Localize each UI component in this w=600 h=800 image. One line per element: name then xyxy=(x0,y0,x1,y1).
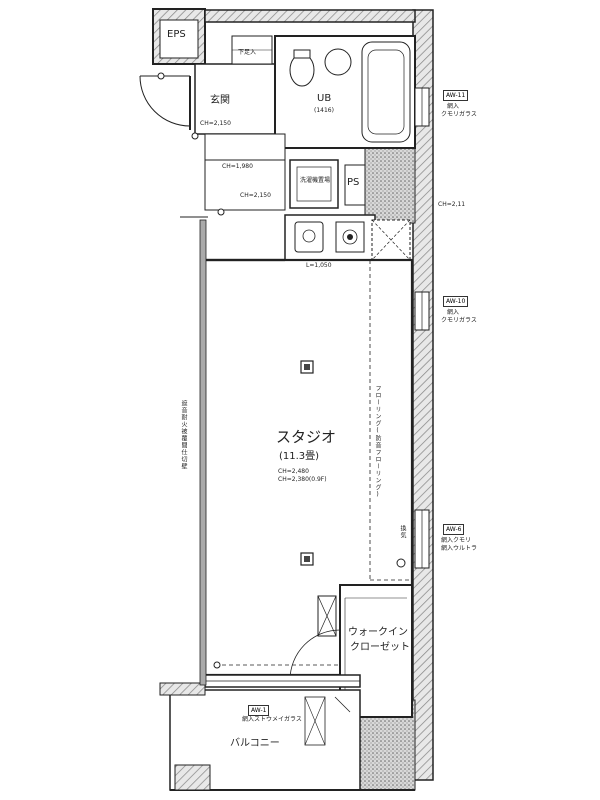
entrance-ceiling-height: CH=2,150 xyxy=(200,120,231,127)
window-note-aw1: 網入ストウメイガラス xyxy=(242,716,302,723)
studio-size: (11.3畳) xyxy=(279,451,320,462)
window-tag-aw6: AW-6 xyxy=(443,524,465,535)
flooring-note: フローリング(防音フローリング) xyxy=(374,385,381,499)
studio-label: スタジオ xyxy=(276,428,337,446)
pipe-space xyxy=(344,164,366,206)
kitchen-length: L=1,050 xyxy=(306,262,332,269)
window-tag-aw10: AW-10 xyxy=(443,296,469,307)
top-wall xyxy=(204,9,416,23)
window-note-aw11-2: クモリガラス xyxy=(441,111,477,118)
shaft-area xyxy=(364,147,416,224)
entrance-label: 玄関 xyxy=(210,95,230,106)
studio-ceiling-height-1: CH=2,480 xyxy=(278,468,309,475)
window-note-aw10-2: クモリガラス xyxy=(441,317,477,324)
window-note-aw10-1: 網入 xyxy=(447,309,460,316)
window-note-aw6-2: 網入ウルトラ xyxy=(441,545,478,552)
small-ceiling-height: CH=2,150 xyxy=(240,192,271,199)
unit-bath-size: (1416) xyxy=(314,107,334,114)
ventilation-note: 換気 xyxy=(399,525,406,539)
unit-bath-label: UB xyxy=(317,93,332,104)
wash-basin xyxy=(324,48,352,76)
washer-label: 洗濯機置場 xyxy=(300,177,331,184)
studio-ceiling-height-2: CH=2,380(0.9F) xyxy=(278,476,327,483)
left-wall-note: 遮音耐火被覆間仕切壁 xyxy=(180,400,187,470)
hall-ceiling-height: CH=1,980 xyxy=(222,163,253,170)
closet-label-2: クローゼット xyxy=(350,642,410,653)
shoe-box-label: 下足入 xyxy=(238,49,257,56)
eps-label: EPS xyxy=(167,29,186,40)
balcony-label: バルコニー xyxy=(230,738,280,749)
right-ceiling-height: CH=2,11 xyxy=(438,201,466,208)
window-note-aw11-1: 網入 xyxy=(447,103,460,110)
window-note-aw6-1: 網入クモリ xyxy=(441,537,472,544)
window-tag-aw1: AW-1 xyxy=(248,705,270,716)
entrance-door xyxy=(139,75,191,127)
closet-label-1: ウォークイン xyxy=(348,627,408,638)
window-tag-aw11: AW-11 xyxy=(443,90,469,101)
ps-label: PS xyxy=(347,177,360,188)
toilet xyxy=(289,53,315,87)
